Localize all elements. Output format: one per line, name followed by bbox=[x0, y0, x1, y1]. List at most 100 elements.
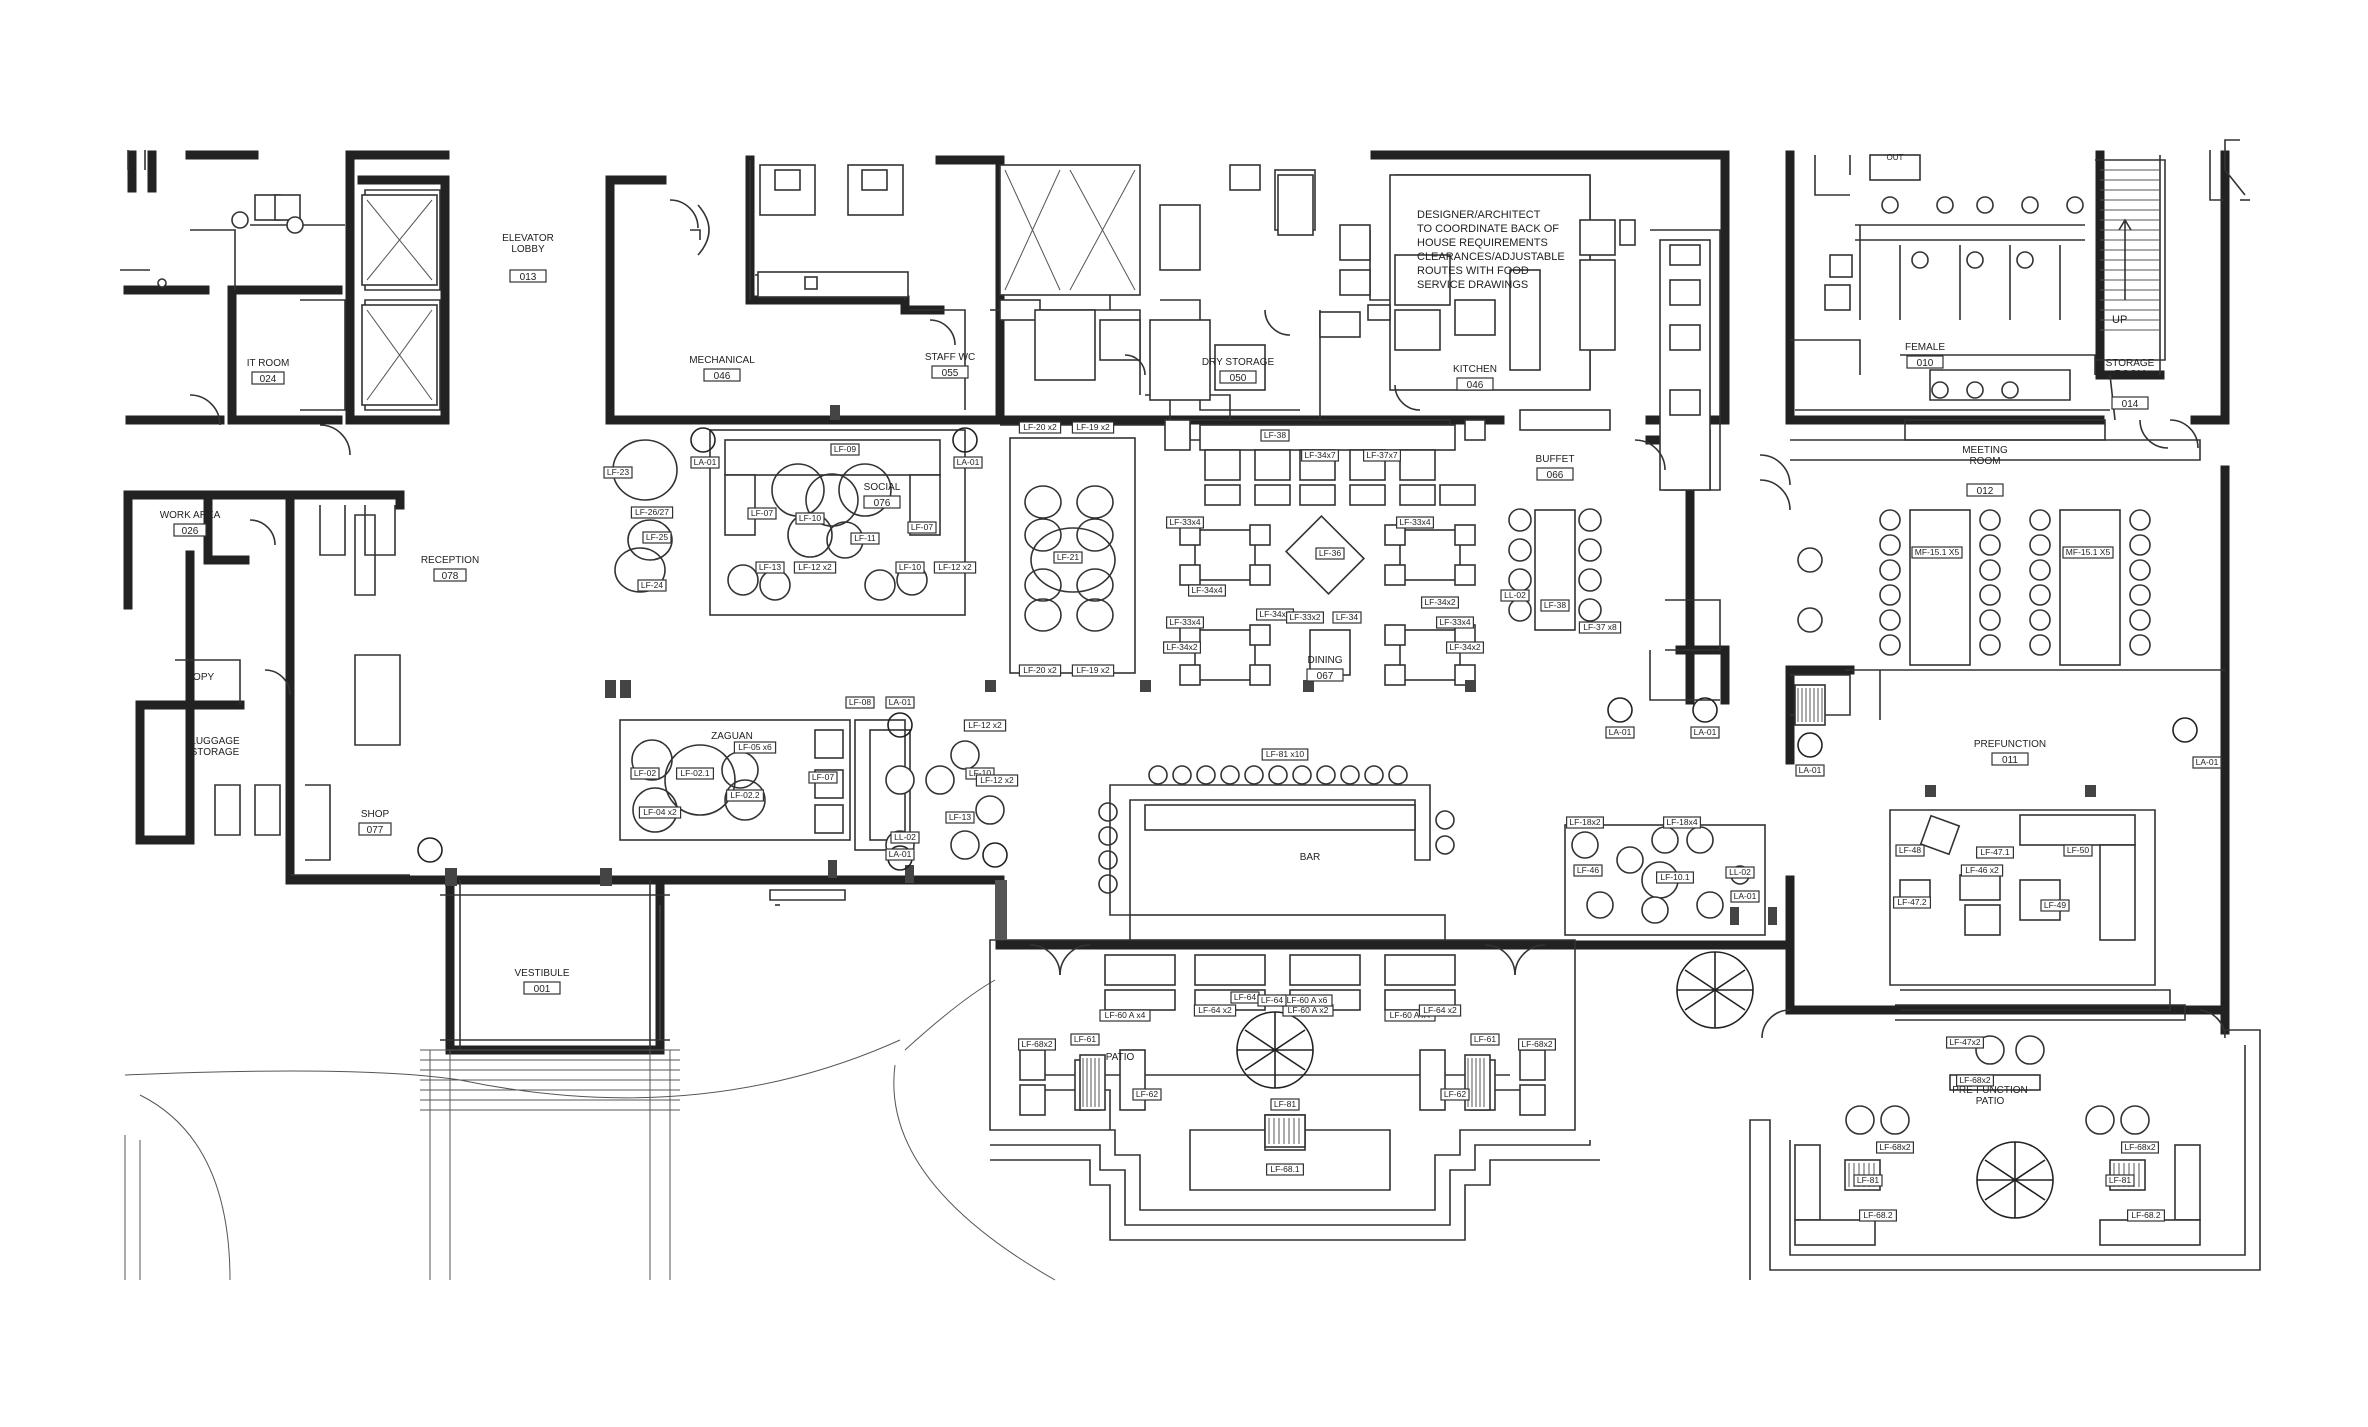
svg-text:LF-10: LF-10 bbox=[799, 513, 821, 523]
furniture-tag: LF-12 x2 bbox=[963, 719, 1007, 732]
room-reception-name: RECEPTION bbox=[421, 555, 479, 566]
room-mechanical-name: MECHANICAL bbox=[689, 355, 755, 366]
svg-text:LF-81: LF-81 bbox=[1274, 1099, 1296, 1109]
furniture-tag: LF-13 bbox=[945, 811, 975, 824]
svg-text:LF-37 x8: LF-37 x8 bbox=[1583, 622, 1617, 632]
svg-text:LF-34x2: LF-34x2 bbox=[1449, 642, 1480, 652]
room-dry-storage-name: DRY STORAGE bbox=[1202, 357, 1275, 368]
svg-text:LF-37x7: LF-37x7 bbox=[1366, 450, 1397, 460]
svg-text:LF-60 A x4: LF-60 A x4 bbox=[1105, 1010, 1146, 1020]
room-vestibule-name: VESTIBULE bbox=[514, 968, 569, 979]
furniture-tag: LF-33x4 bbox=[1165, 616, 1204, 629]
meeting-tables bbox=[1797, 509, 2151, 666]
svg-text:LA-01: LA-01 bbox=[1694, 727, 1717, 737]
svg-text:LF-33x4: LF-33x4 bbox=[1439, 617, 1470, 627]
svg-text:LF-68.2: LF-68.2 bbox=[1863, 1210, 1893, 1220]
svg-text:LA-01: LA-01 bbox=[1734, 891, 1757, 901]
svg-text:LF-47x2: LF-47x2 bbox=[1949, 1037, 1980, 1047]
furniture-tag: LF-34 bbox=[1332, 611, 1362, 624]
svg-text:LF-26/27: LF-26/27 bbox=[635, 507, 669, 517]
svg-text:LF-20 x2: LF-20 x2 bbox=[1023, 665, 1057, 675]
svg-text:LF-34x4: LF-34x4 bbox=[1259, 609, 1290, 619]
svg-text:LL-02: LL-02 bbox=[1729, 867, 1751, 877]
furniture-tag: LF-33x4 bbox=[1395, 516, 1434, 529]
room-bar-name: BAR bbox=[1300, 852, 1321, 863]
furniture-tag: LA-01 bbox=[2192, 756, 2222, 769]
columns bbox=[445, 405, 2096, 940]
furniture-tag: LF-34x2 bbox=[1445, 641, 1484, 654]
room-meeting-room-number: 012 bbox=[1977, 486, 1994, 497]
furniture-tag: LF-46 bbox=[1573, 864, 1603, 877]
room-work-area-number: 026 bbox=[182, 526, 199, 537]
furniture-tag: LL-02 bbox=[1500, 589, 1530, 602]
svg-text:LF-02.1: LF-02.1 bbox=[680, 768, 710, 778]
furniture-tag: LF-36 bbox=[1315, 547, 1345, 560]
room-shop-name: SHOP bbox=[361, 809, 390, 820]
room-elevator-lobby-number: 013 bbox=[520, 272, 537, 283]
furniture-tag: LF-02 bbox=[630, 767, 660, 780]
svg-text:LF-68x2: LF-68x2 bbox=[1521, 1039, 1552, 1049]
svg-text:LA-01: LA-01 bbox=[2196, 757, 2219, 767]
furniture-tag: LF-81 bbox=[1270, 1098, 1300, 1111]
svg-text:LF-18x4: LF-18x4 bbox=[1666, 817, 1697, 827]
svg-text:LF-34: LF-34 bbox=[1336, 612, 1358, 622]
svg-text:LF-68.2: LF-68.2 bbox=[2131, 1210, 2161, 1220]
bar-counter bbox=[1098, 765, 1455, 941]
svg-text:LF-61: LF-61 bbox=[1474, 1034, 1496, 1044]
svg-text:LF-64: LF-64 bbox=[1234, 992, 1256, 1002]
svg-text:LF-19 x2: LF-19 x2 bbox=[1076, 665, 1110, 675]
svg-text:LF-68x2: LF-68x2 bbox=[1959, 1075, 1990, 1085]
furniture-tag: LF-25 bbox=[642, 531, 672, 544]
svg-text:LA-01: LA-01 bbox=[694, 457, 717, 467]
furniture-tag: LF-64 x2 bbox=[1418, 1004, 1462, 1017]
svg-text:LF-07: LF-07 bbox=[911, 522, 933, 532]
furniture-tag: LF-68.2 bbox=[2127, 1209, 2166, 1222]
furniture-tag: LF-34x2 bbox=[1162, 641, 1201, 654]
svg-text:LF-68.1: LF-68.1 bbox=[1270, 1164, 1300, 1174]
furniture-tag: LF-02.1 bbox=[675, 767, 714, 780]
room-patio-name: PATIO bbox=[1106, 1052, 1135, 1063]
furniture-tag: LF-07 bbox=[808, 771, 838, 784]
furniture-tag: LF-62 bbox=[1440, 1088, 1470, 1101]
svg-text:LF-60 A x4: LF-60 A x4 bbox=[1390, 1010, 1431, 1020]
svg-text:LF-68x2: LF-68x2 bbox=[2124, 1142, 2155, 1152]
svg-text:LF-60 A x6: LF-60 A x6 bbox=[1287, 995, 1328, 1005]
furniture-tag: LA-01 bbox=[1690, 726, 1720, 739]
furniture-tag: LA-01 bbox=[1795, 764, 1825, 777]
furniture-tag: LF-21 bbox=[1053, 551, 1083, 564]
furniture-tag: LF-62 bbox=[1132, 1088, 1162, 1101]
furniture-tag: LF-02.2 bbox=[725, 789, 764, 802]
furniture-tag: LF-61 bbox=[1470, 1033, 1500, 1046]
furniture-tag: LF-12 x2 bbox=[793, 561, 837, 574]
svg-text:LL-02: LL-02 bbox=[894, 832, 916, 842]
svg-text:MF-15.1 X5: MF-15.1 X5 bbox=[1915, 547, 1960, 557]
furniture-tag: LF-20 x2 bbox=[1018, 421, 1062, 434]
room-prefunction-name: PREFUNCTION bbox=[1974, 739, 2046, 750]
svg-text:LF-11: LF-11 bbox=[854, 533, 876, 543]
furniture bbox=[120, 154, 2226, 1246]
furniture-tag: LF-68x2 bbox=[2121, 1141, 2160, 1154]
furniture-tag: LF-26/27 bbox=[630, 506, 674, 519]
furniture-tag: LA-01 bbox=[885, 848, 915, 861]
furniture-tag: LF-61 bbox=[1070, 1033, 1100, 1046]
furniture-tag: LF-34x7 bbox=[1300, 449, 1339, 462]
furniture-tag: LF-49 bbox=[2040, 899, 2070, 912]
svg-text:LF-46: LF-46 bbox=[1577, 865, 1599, 875]
stair-up-label: UP bbox=[2112, 314, 2127, 326]
furniture-tag: LF-68x2 bbox=[1517, 1038, 1556, 1051]
furniture-tag: LF-48 bbox=[1895, 844, 1925, 857]
room-storage-room-number: 014 bbox=[2122, 399, 2139, 410]
furniture-tag: LA-01 bbox=[1730, 890, 1760, 903]
svg-text:LF-64 x2: LF-64 x2 bbox=[1198, 1005, 1232, 1015]
svg-text:LF-02: LF-02 bbox=[634, 768, 656, 778]
room-staff-wc-number: 055 bbox=[942, 368, 959, 379]
furniture-tag: LF-19 x2 bbox=[1071, 421, 1115, 434]
room-zaguan-name: ZAGUAN bbox=[711, 731, 753, 742]
svg-text:LF-36: LF-36 bbox=[1319, 548, 1341, 558]
svg-text:LF-48: LF-48 bbox=[1899, 845, 1921, 855]
svg-text:LF-04 x2: LF-04 x2 bbox=[643, 807, 677, 817]
svg-text:LF-07: LF-07 bbox=[812, 772, 834, 782]
svg-text:LF-33x4: LF-33x4 bbox=[1399, 517, 1430, 527]
